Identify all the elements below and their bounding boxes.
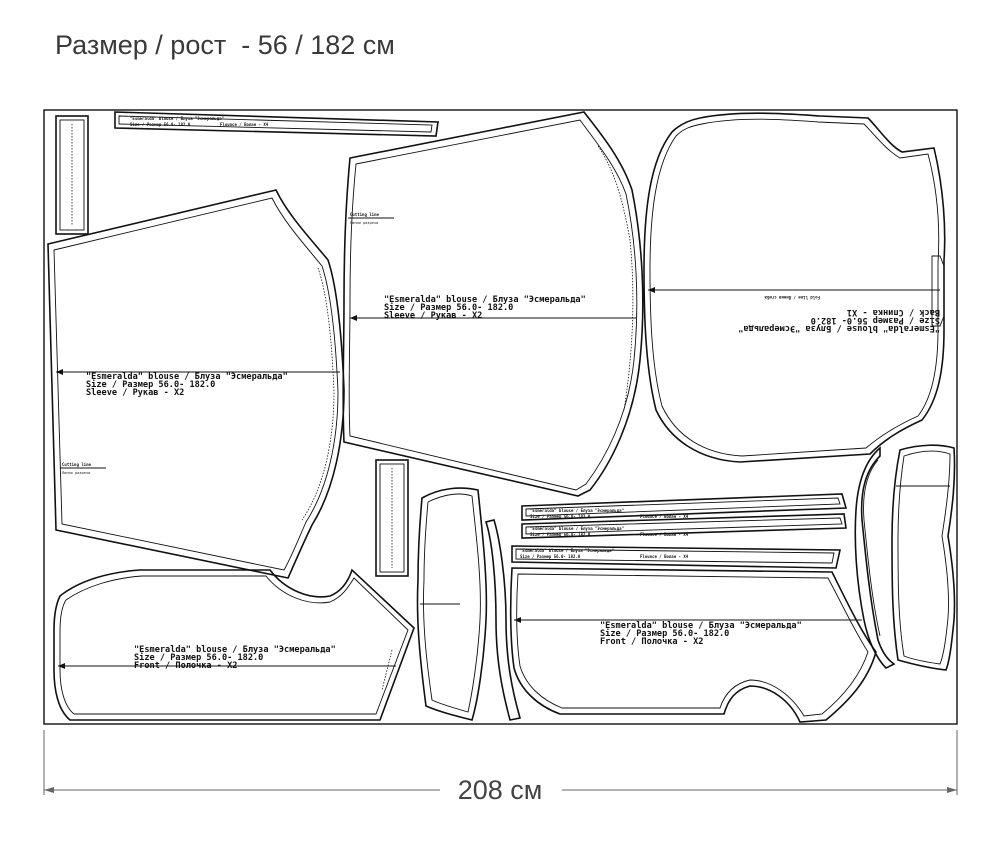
pattern-label: Flounce / Волан - X4 <box>640 554 689 559</box>
narrow-piece-center <box>416 487 488 721</box>
page-title: Размер / рост - 56 / 182 см <box>55 30 395 60</box>
pattern-line: "Esmeralda" blouse / Блуза "Эсмеральда" … <box>738 295 940 333</box>
pattern-label: Front / Полочка - X2 <box>600 637 703 647</box>
pattern-line <box>514 617 521 623</box>
label-card-middle <box>375 459 409 577</box>
pattern-line <box>525 497 841 517</box>
pattern-line <box>58 663 65 669</box>
pattern-line <box>56 369 63 375</box>
pattern-line <box>114 111 439 137</box>
pattern-label: "Esmeralda" blouse / Блуза "Эсмеральда" <box>134 645 336 655</box>
pattern-label: Линия разреза <box>350 221 378 225</box>
pattern-line <box>854 446 896 669</box>
pattern-label: "Esmeralda" blouse / Блуза "Эсмеральда" <box>530 526 624 531</box>
pattern-label: Flounce / Волан - X4 <box>640 514 689 519</box>
sheet-border <box>43 109 958 725</box>
pattern-line <box>348 119 638 491</box>
sleeve-top-piece: "Esmeralda" blouse / Блуза "Эсмеральда" … <box>342 111 644 497</box>
pattern-line <box>118 115 433 133</box>
pattern-label: Size / Размер 56.0- 182.0 <box>811 315 940 326</box>
pattern-label: Cutting line <box>62 462 91 467</box>
pattern-line <box>59 119 85 231</box>
pattern-label: "Esmeralda" blouse / Блуза "Эсмеральда" <box>86 372 288 382</box>
pattern-line <box>350 315 357 321</box>
pattern-label: Size / Размер 56.0- 182.0 <box>600 628 729 639</box>
pattern-line <box>643 112 946 463</box>
pattern-label: Flounce / Волан - X4 <box>640 532 689 537</box>
curved-strip-center <box>484 519 522 721</box>
pattern-line <box>649 118 940 457</box>
pattern-label: "Esmeralda" blouse / Блуза "Эсмеральда" <box>530 508 624 513</box>
pattern-label: Fold line / Линия сгиба <box>764 295 820 300</box>
pattern-line <box>897 450 951 665</box>
pattern-line <box>53 568 415 721</box>
pattern-label: Size / Размер 56.0- 182.0 <box>530 514 591 519</box>
pattern-label: Back / Спинка - X1 <box>847 307 940 317</box>
pattern-line <box>521 513 847 539</box>
pattern-line <box>525 517 843 535</box>
pattern-label: Sleeve / Рукав - X2 <box>384 311 482 321</box>
pattern-line <box>484 519 522 721</box>
pattern-line <box>423 493 481 713</box>
width-dimension: 208 см <box>43 730 958 805</box>
pattern-line <box>44 787 54 793</box>
pattern-label: Cutting line <box>350 212 379 217</box>
pattern-label: "Esmeralda" blouse / Блуза "Эсмеральда" <box>384 295 586 305</box>
curved-strip-right <box>854 446 896 669</box>
pattern-label: Size / Размер 56.0- 182.0 <box>520 554 581 559</box>
pattern-line <box>301 267 335 521</box>
pattern-line <box>381 649 393 691</box>
label-card-top-left <box>55 115 89 235</box>
pattern-label: Size / Размер 56.0- 182.0 <box>86 379 215 390</box>
pattern-line <box>947 787 957 793</box>
pattern-line <box>375 459 409 577</box>
strip-top: "Esmeralda" blouse / Блуза "Эсмеральда" … <box>114 111 439 137</box>
pattern-label: "Esmeralda" blouse / Блуза "Эсмеральда" <box>738 323 940 333</box>
back-piece: "Esmeralda" blouse / Блуза "Эсмеральда" … <box>643 112 946 463</box>
pattern-label: Size / Размер 56.0- 182.0 <box>530 532 591 537</box>
front-right-piece: "Esmeralda" blouse / Блуза "Эсмеральда" … <box>509 567 877 723</box>
pattern-label: Flounce / Волан - X4 <box>220 122 269 127</box>
pattern-line <box>521 493 848 521</box>
pattern-label: Size / Размер 56.0- 182.0 <box>384 302 513 313</box>
pattern-line <box>931 255 945 327</box>
pattern-label: Линия разреза <box>62 471 90 475</box>
pattern-line <box>416 487 488 721</box>
pattern-line <box>515 548 835 564</box>
pattern-line <box>891 444 956 671</box>
pattern-line <box>59 575 409 715</box>
pattern-label: "Esmeralda" blouse / Блуза "Эсмеральда" <box>130 116 224 121</box>
pattern-label: Front / Полочка - X2 <box>134 661 237 671</box>
pattern-line <box>53 197 339 571</box>
pattern-line <box>509 567 877 723</box>
strips-group: "Esmeralda" blouse / Блуза "Эсмеральда" … <box>511 493 848 569</box>
sleeve-left-piece: "Esmeralda" blouse / Блуза "Эсмеральда" … <box>47 189 345 579</box>
pattern-label: "Esmeralda" blouse / Блуза "Эсмеральда" <box>520 548 614 553</box>
pattern-label: Size / Размер 56.0- 182.0 <box>134 652 263 663</box>
small-right-piece <box>891 444 956 671</box>
width-label: 208 см <box>458 775 543 805</box>
pattern-line <box>516 573 869 717</box>
pattern-line <box>55 115 89 235</box>
pattern-label: "Esmeralda" blouse / Блуза "Эсмеральда" <box>600 621 802 631</box>
pattern-line <box>342 111 644 497</box>
pattern-label: Size / Размер 56.0- 182.0 <box>130 122 191 127</box>
front-left-piece: "Esmeralda" blouse / Блуза "Эсмеральда" … <box>53 568 415 721</box>
pattern-line <box>511 545 841 569</box>
pattern-label: Sleeve / Рукав - X2 <box>86 388 184 398</box>
pattern-line <box>379 463 405 573</box>
pattern-line <box>597 145 634 411</box>
pattern-line <box>648 287 655 293</box>
pattern-line <box>863 459 881 637</box>
